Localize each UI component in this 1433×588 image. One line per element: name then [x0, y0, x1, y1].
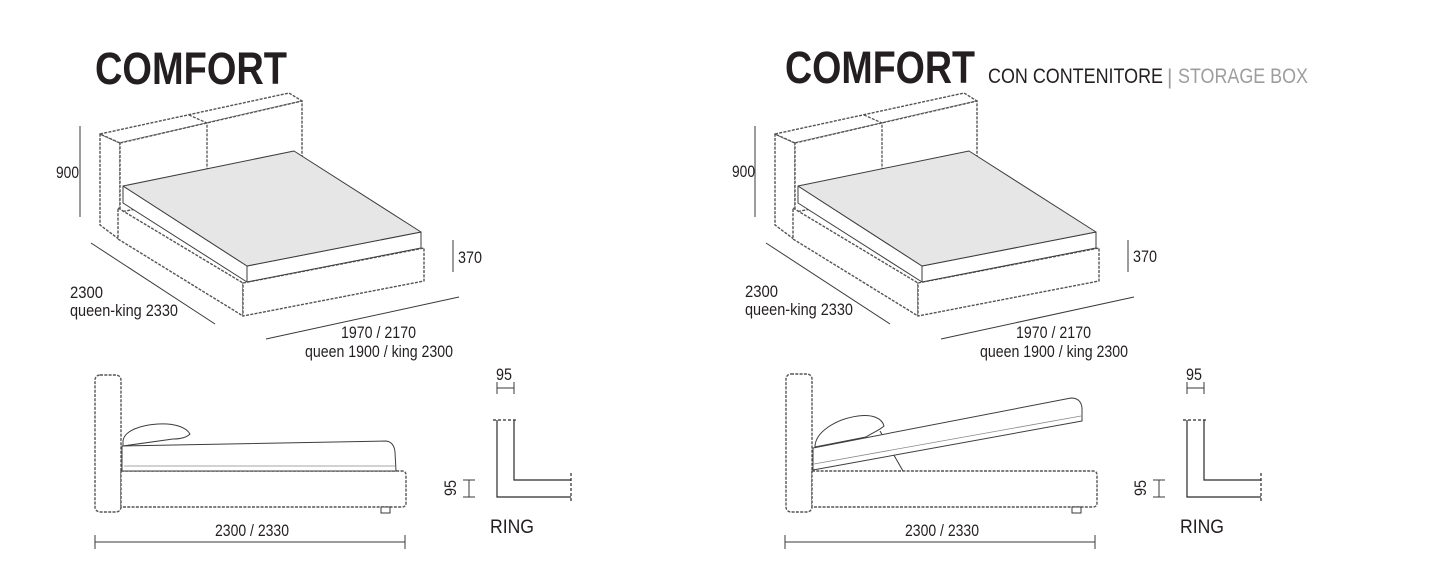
panel-subtitle-english: STORAGE BOX	[1178, 65, 1308, 88]
length-dimension-line	[765, 242, 891, 325]
headboard-cushion-seam	[188, 114, 208, 180]
headboard-side-face	[774, 133, 796, 241]
mattress-top-face	[797, 150, 1097, 267]
length-dimension-line	[90, 242, 216, 325]
length-label: 2300	[70, 283, 103, 302]
height-label: 900	[56, 163, 79, 182]
profile-side-height-dimension	[463, 479, 475, 498]
profile-side-height-dimension	[1153, 479, 1165, 498]
profile-name: RING	[1180, 517, 1224, 538]
panel-title: COMFORT	[785, 42, 975, 93]
panel-storage: COMFORT CON CONTENITORE | STORAGE BOX	[732, 42, 1308, 549]
profile-top-width-dimension	[496, 382, 515, 394]
lifted-mattress-edge-line	[813, 415, 1082, 465]
ring-profile-detail: 95 95 RING	[441, 365, 572, 538]
mattress	[797, 150, 1097, 283]
ring-profile-outline	[1186, 420, 1261, 498]
width-queen-king-label: queen 1900 / king 2300	[980, 342, 1128, 361]
headboard-profile	[94, 374, 122, 513]
base-profile	[120, 470, 407, 508]
width-label: 1970 / 2170	[341, 323, 416, 342]
length-queen-king-label: queen-king 2330	[70, 301, 178, 320]
subtitle-separator: |	[1167, 66, 1172, 89]
width-dimension-line	[265, 296, 460, 340]
dimensions-3d: 900 370 2300 queen-king 2330 1970 / 2170…	[732, 126, 1157, 361]
mattress-profile	[121, 440, 397, 472]
mattress-top-face	[122, 150, 422, 267]
width-queen-king-label: queen 1900 / king 2300	[305, 342, 453, 361]
panel-standard: COMFORT 900 370	[56, 43, 572, 549]
bed-foot	[1071, 506, 1082, 514]
bed-side-view-open-storage: 2300 / 2330	[784, 373, 1098, 549]
side-length-dimension: 2300 / 2330	[94, 521, 406, 549]
base-height-label: 370	[458, 248, 482, 267]
bed-side-view: 2300 / 2330	[94, 374, 407, 549]
profile-side-height-label: 95	[1131, 480, 1150, 496]
length-label: 2300	[745, 282, 778, 301]
panel-title: COMFORT	[95, 43, 287, 94]
ring-profile-outline	[496, 420, 571, 498]
profile-top-width-label: 95	[1186, 365, 1202, 384]
side-length-dimension: 2300 / 2330	[784, 521, 1096, 549]
headboard-cushion-seam	[863, 114, 883, 180]
pillow	[122, 423, 191, 447]
mattress	[122, 150, 422, 283]
bed-3d-view: 900 370 2300 queen-king 2330 1970 / 2170…	[732, 92, 1157, 361]
panel-subtitle: CON CONTENITORE	[988, 65, 1163, 88]
dimensions-3d: 900 370 2300 queen-king 2330 1970 / 2170…	[56, 126, 482, 361]
profile-top-width-dimension	[1186, 382, 1205, 394]
bed-3d-view: 900 370 2300 queen-king 2330 1970 / 2170…	[56, 92, 482, 361]
storage-base-profile	[811, 470, 1098, 508]
profile-side-height-label: 95	[441, 480, 460, 496]
width-label: 1970 / 2170	[1016, 323, 1091, 342]
side-length-label: 2300 / 2330	[905, 521, 979, 540]
side-length-label: 2300 / 2330	[215, 521, 289, 540]
width-dimension-line	[940, 296, 1135, 340]
headboard-side-face	[99, 133, 121, 241]
base-height-label: 370	[1133, 247, 1157, 266]
bed-foot	[380, 506, 391, 514]
profile-top-width-label: 95	[496, 365, 512, 384]
headboard-profile	[785, 373, 813, 513]
ring-profile-detail: 95 95 RING	[1131, 365, 1262, 538]
pillow	[814, 415, 885, 448]
profile-name: RING	[490, 517, 534, 538]
height-label: 900	[732, 162, 755, 181]
length-queen-king-label: queen-king 2330	[745, 300, 853, 319]
